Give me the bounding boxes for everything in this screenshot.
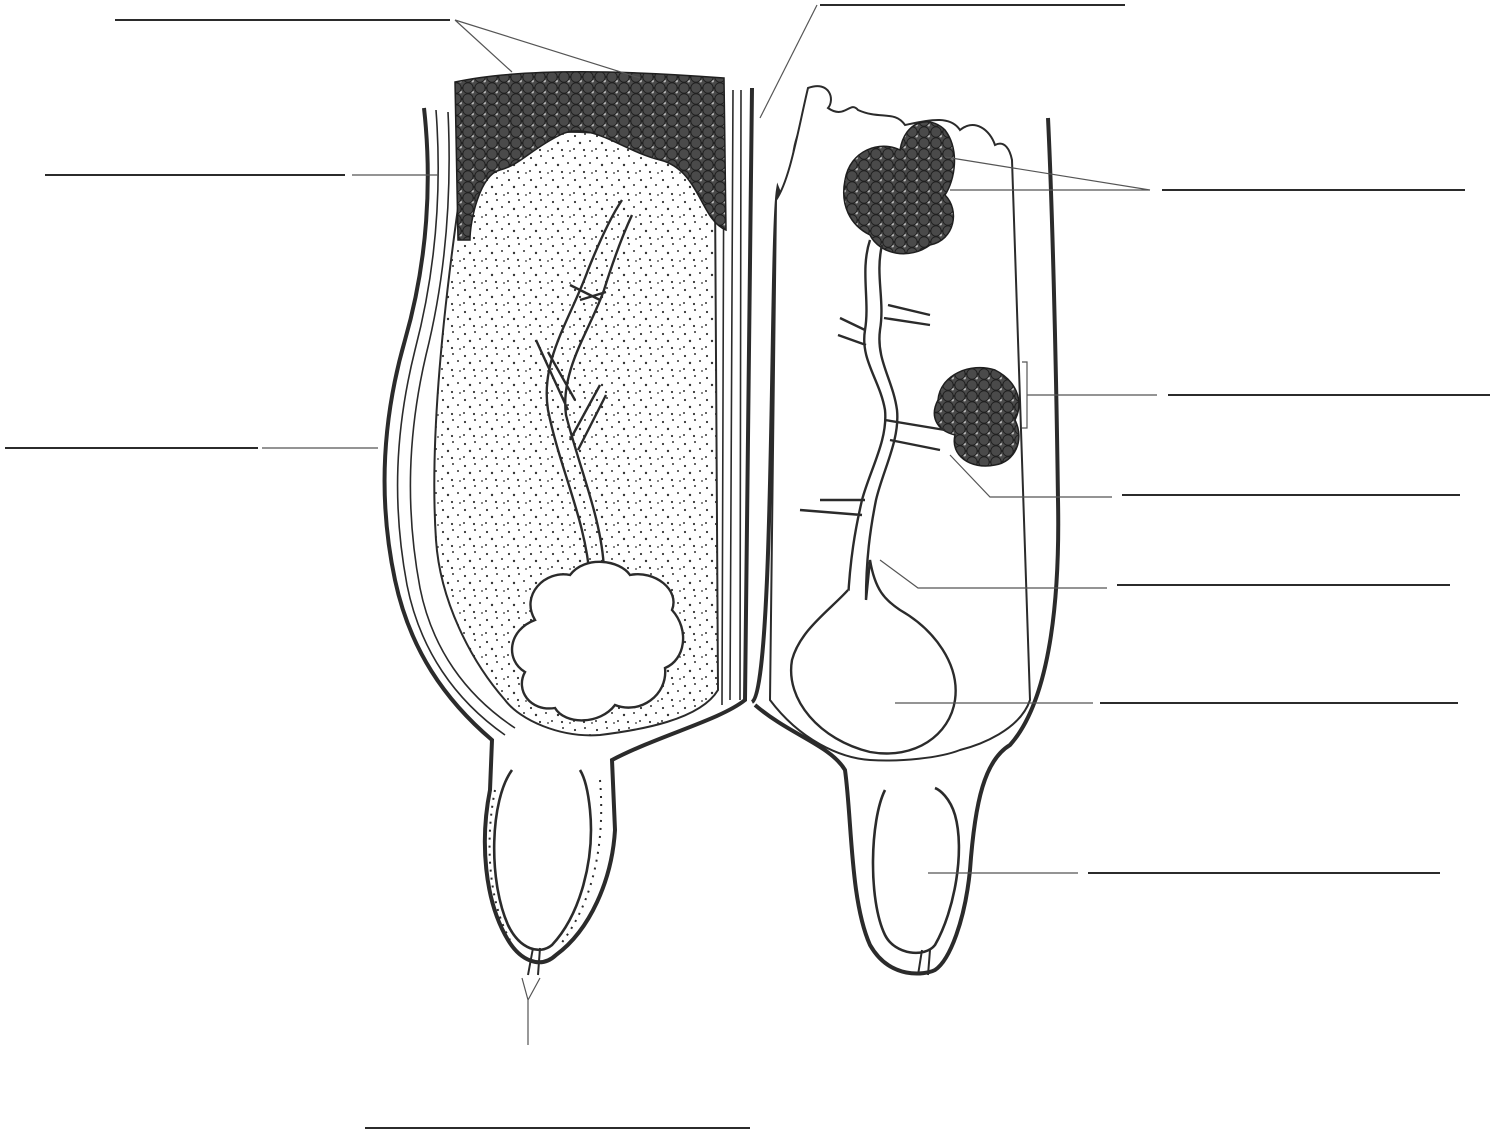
leader-bottom <box>522 978 540 1045</box>
left-teat <box>494 770 591 950</box>
leader-top-left <box>455 20 640 78</box>
leader-right-2 <box>1022 362 1157 428</box>
right-gland-panel <box>752 86 1058 975</box>
left-gland-panel <box>385 72 752 975</box>
right-teat <box>873 788 959 953</box>
